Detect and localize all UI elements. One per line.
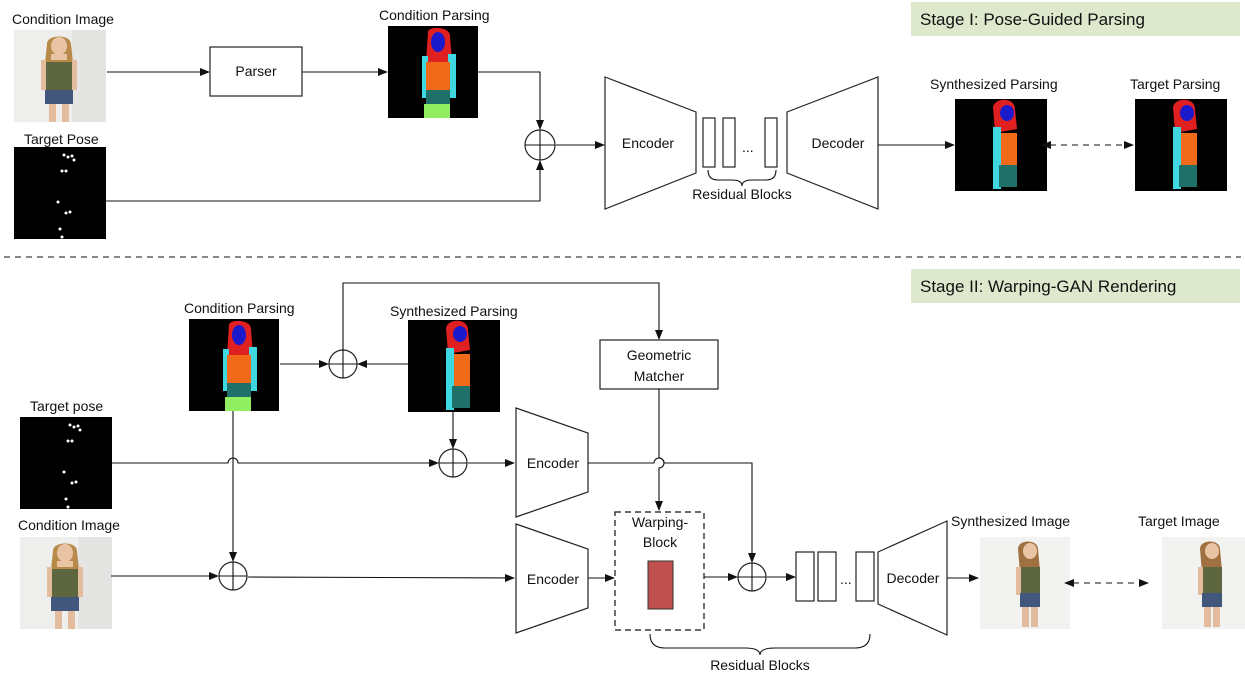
stage2-condition-image-label: Condition Image [18,517,120,533]
stage2-condition-image [20,537,112,629]
stage1-decoder [786,76,879,210]
parser-box [209,46,303,97]
stage2-target-pose-label: Target pose [30,398,103,414]
stage2-residual-brace [649,633,871,656]
arrow-matcher-to-warp [655,389,665,511]
stage2-encoder-bottom-label: Encoder [527,571,579,587]
stage1-residual-block-1 [702,117,716,168]
stage2-encoder-bottom [515,523,589,634]
stage2-condition-parsing-label: Condition Parsing [184,300,295,316]
warping-block-line1: Warping- [632,514,689,530]
arrow-concat-to-encoder-bottom [247,573,515,582]
stage2-banner: Stage II: Warping-GAN Rendering [920,277,1176,296]
stage1-residual-block-3 [764,117,778,168]
stage2-encoder-top [515,407,589,518]
stage2-target-pose-map [20,417,112,509]
stage1-target-pose-map [14,147,106,239]
stage1-banner: Stage I: Pose-Guided Parsing [920,10,1145,29]
stage1-residual-brace [707,169,777,187]
stage2-synthesized-parsing-map [408,320,500,412]
stage2-residual-label: Residual Blocks [710,657,810,673]
stage1-decoder-label: Decoder [812,135,865,151]
stage2-residual-block-3 [855,551,875,602]
stage1-target-pose-label: Target Pose [24,131,99,147]
stage1-condition-parsing-map [388,26,478,118]
arrow-pose-to-concat [106,160,544,202]
geometric-matcher-line1: Geometric [627,347,692,363]
stage1-target-parsing-map [1135,99,1227,191]
arrow-encoder-top-to-concat [588,457,756,563]
stage1-encoder [604,76,697,210]
stage1-synthesized-parsing-label: Synthesized Parsing [930,76,1058,92]
warping-block-line2: Block [643,534,678,550]
stage2-synthesized-image-label: Synthesized Image [951,513,1070,529]
stage2-target-image [1162,537,1245,629]
stage2-decoder [877,520,948,636]
stage2-synthesized-image [980,537,1070,629]
warping-block-core [647,560,674,610]
stage2-residual-block-1 [795,551,815,602]
stage1-condition-image [14,30,106,122]
parser-label: Parser [235,63,277,79]
arrow-concat-to-matcher [342,282,663,350]
stage2-target-image-label: Target Image [1138,513,1220,529]
geometric-matcher-line2: Matcher [634,368,685,384]
stage1-banner-bg [911,2,1240,36]
stage2-banner-bg [911,269,1240,303]
stage2-condition-parsing-map [189,319,279,411]
stage1-ellipsis: ... [742,139,754,155]
stage1-target-parsing-label: Target Parsing [1130,76,1220,92]
arrow-pose-to-concat2 [111,457,439,467]
stage2-encoder-top-label: Encoder [527,455,579,471]
arrow-parsing-to-concat [478,71,544,130]
stage2-ellipsis: ... [840,571,852,587]
stage1-synthesized-parsing-map [955,99,1047,191]
stage1-condition-parsing-label: Condition Parsing [379,7,490,23]
stage2-synthesized-parsing-label: Synthesized Parsing [390,303,518,319]
stage1-encoder-label: Encoder [622,135,674,151]
stage1-residual-label: Residual Blocks [692,186,792,202]
stage1-condition-image-label: Condition Image [12,11,114,27]
stage2-residual-block-2 [817,551,837,602]
stage2-decoder-label: Decoder [887,570,940,586]
stage1-residual-block-2 [722,117,736,168]
